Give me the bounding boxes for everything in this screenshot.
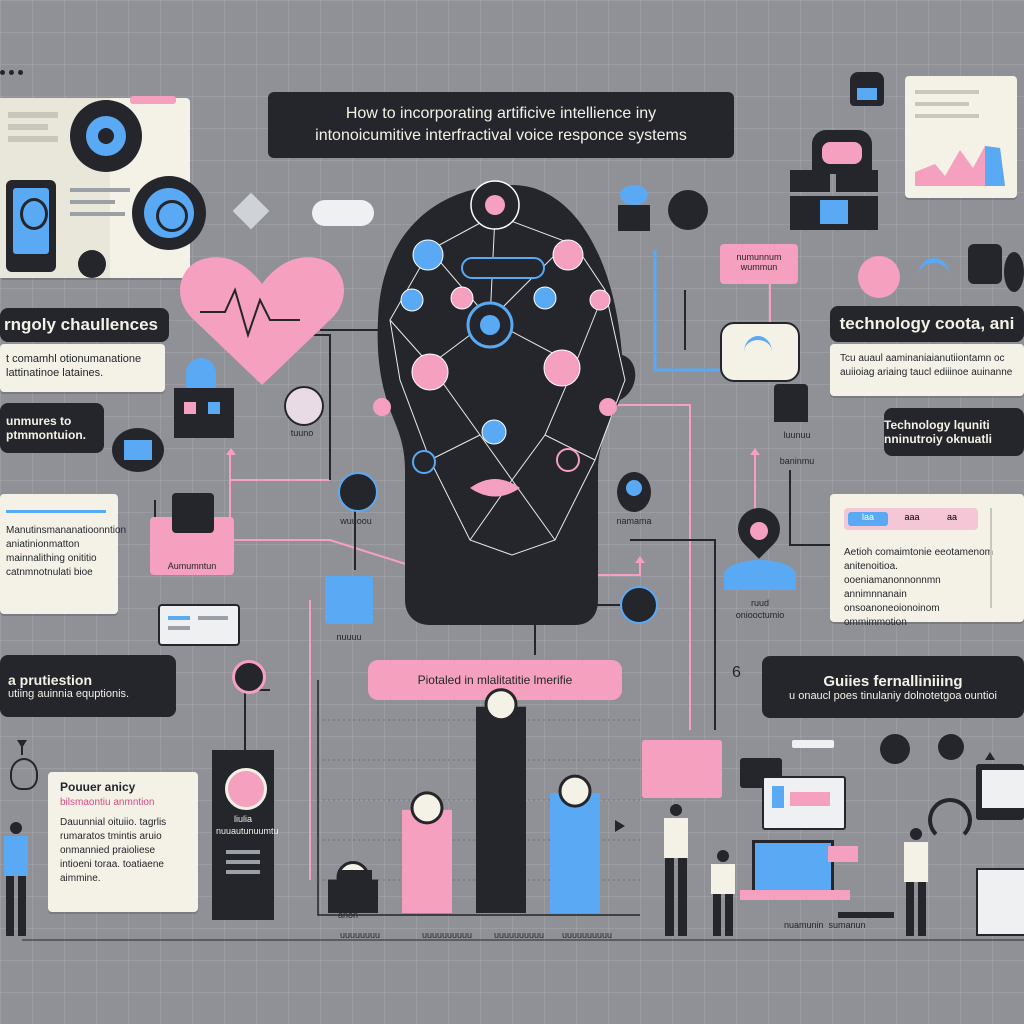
- report-chart-icon: [915, 146, 1005, 186]
- person-right: [898, 828, 934, 936]
- features-text: Aetioh comaimtonie eeotamenom anitenoiti…: [844, 547, 993, 628]
- node-icon: [620, 586, 658, 624]
- terminal-sub: nuuautunuumtu: [216, 826, 279, 836]
- smartphone-icon: [6, 180, 56, 272]
- laptop-card: Aumumntun: [150, 493, 234, 575]
- note-card: Pouuer anicy bilsmaontiu anmntion Dauunn…: [48, 772, 198, 912]
- small-label-2: nuuuu: [336, 632, 362, 642]
- small-label-4: luunuu: [783, 430, 811, 440]
- challenges-header: rngoly chaullences: [0, 308, 169, 342]
- title-line-1: How to incorporating artificive intellie…: [345, 105, 657, 122]
- note-subtitle: bilsmaontiu anmntion: [60, 797, 155, 808]
- lock-icon: [850, 72, 884, 106]
- target-icon: [232, 660, 266, 694]
- pink-tag-icon: [130, 96, 176, 104]
- lightbulb-icon: [10, 758, 38, 790]
- note-text: Dauunnial oituiio. tagrlis rumaratos tmi…: [60, 817, 167, 884]
- small-label-1: wuuoou: [340, 516, 372, 526]
- small-label-6: oniooctumio: [735, 610, 785, 620]
- challenges-text: t comamhl otionumanatione lattinatinoe l…: [6, 353, 142, 379]
- disc-icon: [70, 100, 142, 172]
- person-left: [0, 822, 32, 936]
- category-label-3: uuuuuuuuuu: [561, 930, 613, 940]
- monitor-icon: [172, 493, 214, 533]
- wifi-icon: [720, 322, 800, 382]
- page-title: How to incorporating artificive intellie…: [268, 92, 734, 158]
- desk: [740, 890, 850, 900]
- bench: [838, 912, 894, 918]
- guides-header: Guiies fernalliniiing u onaucl poes tinu…: [762, 656, 1024, 718]
- small-label-7: anon: [337, 910, 359, 920]
- settings-gear-icon: [858, 256, 900, 298]
- category-label-1: uuuuuuuuuu: [421, 930, 473, 940]
- monitor-right-icon: [976, 764, 1024, 820]
- tag-1: ааа: [904, 512, 920, 522]
- technology-costs-header: technology coota, ani: [830, 306, 1024, 342]
- basket-icon: [812, 130, 872, 174]
- technology-costs-card: Tcu auaul aaminaniaianutiiontamn oc auii…: [830, 344, 1024, 396]
- phone-speaker-icon: [968, 244, 1002, 284]
- person-seated: [708, 850, 738, 936]
- technology-requirements-header: Technology lquniti nninutroiy oknuatli: [884, 408, 1024, 456]
- tablet-icon: [774, 384, 808, 422]
- headset-icon: [928, 798, 972, 842]
- sad-face-icon: [668, 190, 708, 230]
- desk-pink-box: [828, 846, 858, 862]
- gear-icon: [132, 176, 206, 250]
- chart-category-labels: uuuuuuuu uuuuuuuuuu uuuuuuuuuu uuuuuuuuu…: [330, 930, 650, 944]
- technology-costs-text: Tcu auaul aaminaniaianutiiontamn oc auii…: [840, 353, 1013, 378]
- terminal-label: liulia: [233, 814, 252, 824]
- pink-info-tag: numunnum wummun: [720, 244, 798, 284]
- note-title: Pouuer anicy: [60, 780, 136, 794]
- presentation-board: [642, 740, 722, 798]
- info-card-left: Manutinsmananatioonntion aniatinionmatto…: [0, 494, 127, 614]
- user-location-icon: [724, 499, 796, 590]
- tag-0: lаа: [848, 512, 888, 526]
- small-label-0: tuuno: [290, 428, 314, 438]
- benefits-label: Piotaled in mlalitatitie lmerifie: [368, 660, 622, 700]
- robot-icon: [617, 472, 651, 512]
- small-label-8: baninmu: [779, 456, 815, 466]
- person-presenter: [656, 804, 696, 936]
- block-icon: [78, 250, 106, 278]
- cloud-icon: [312, 200, 374, 226]
- gear-dark-icon: [938, 734, 964, 760]
- challenges-card: t comamhl otionumanatione lattinatinoe l…: [0, 344, 165, 392]
- small-tag-icon: [792, 740, 834, 748]
- clock-icon: [880, 734, 910, 764]
- dots-icon: [0, 70, 26, 76]
- bowl-icon: [284, 386, 324, 426]
- category-label-2: uuuuuuuuuu: [493, 930, 545, 940]
- terminal-tower: liulia nuuautunuumtu: [212, 750, 279, 920]
- tag-2: аа: [946, 512, 957, 522]
- category-label-0: uuuuuuuu: [339, 930, 381, 940]
- small-label-5: ruud: [750, 598, 769, 608]
- document-right-icon: [976, 868, 1024, 936]
- small-label-3: namama: [616, 516, 652, 526]
- title-line-2: intonoicumitive interfractival voice res…: [315, 127, 687, 144]
- web-window-icon: [762, 776, 846, 830]
- building-icon: [174, 358, 234, 438]
- chat-icon: [325, 576, 373, 624]
- server-rack-icon: [786, 170, 882, 242]
- laptop-label: Aumumntun: [167, 561, 217, 571]
- control-panel: [158, 604, 240, 646]
- vertical-label: nuamunin sumanun: [784, 920, 866, 930]
- protection-header: a prutiestion utiing auinnia equptionis.: [0, 655, 176, 717]
- badge-number: 6: [732, 664, 741, 681]
- report-card: [905, 76, 1017, 198]
- info-card-left-text: Manutinsmananatioonntion aniatinionmatto…: [6, 525, 127, 578]
- robot-small-icon: [610, 185, 658, 235]
- gear-small-icon: [1004, 252, 1024, 292]
- face-icon: [338, 472, 378, 512]
- immunization-header: unmures to ptmmontuion.: [0, 403, 104, 453]
- features-card: lаа ааа аа Aetioh comaimtonie eeotamenom…: [830, 494, 1024, 628]
- wifi-small-icon: [914, 254, 956, 294]
- chart-person-icon: [338, 870, 372, 910]
- house-icon: [112, 428, 164, 472]
